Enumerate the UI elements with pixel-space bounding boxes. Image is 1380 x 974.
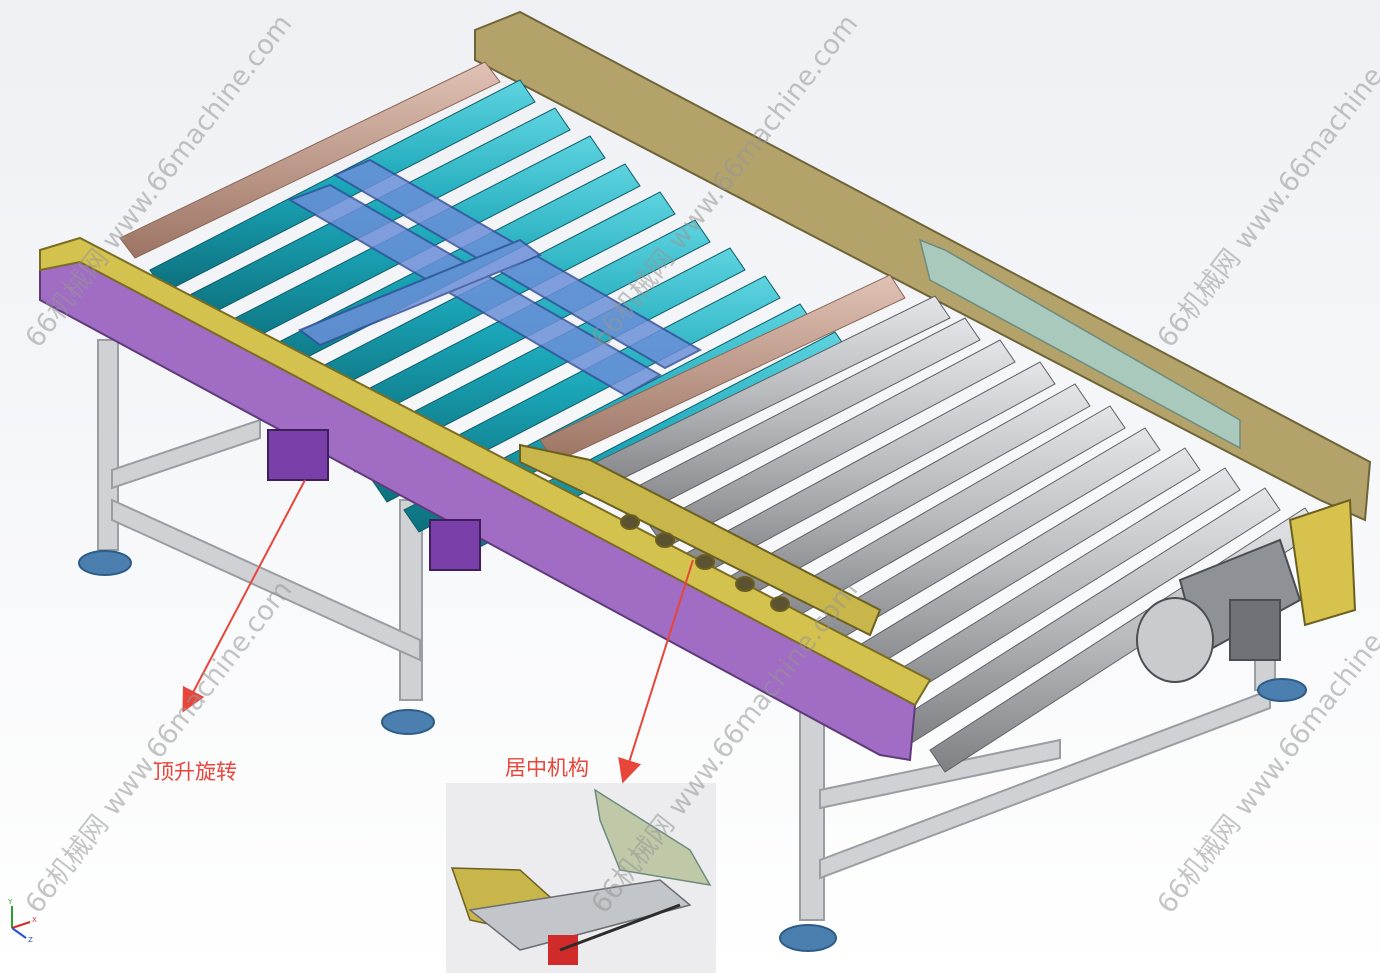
coordinate-triad: Y X Z <box>4 898 44 946</box>
lift-cylinders <box>267 429 481 571</box>
axis-y-label: Y <box>8 898 13 906</box>
lift-rotate-label: 顶升旋转 <box>153 760 237 784</box>
centering-mechanism-inset <box>446 783 716 973</box>
drive-motor <box>1136 538 1302 683</box>
chain-guard <box>1288 498 1357 627</box>
centering-label: 居中机构 <box>505 756 589 780</box>
lift-rotate-frame <box>287 158 703 397</box>
axis-x-label: X <box>32 916 37 924</box>
centering-arrow <box>618 559 694 784</box>
lift-rotate-arrow <box>182 479 306 713</box>
right-guide-plate <box>918 238 1241 450</box>
centering-plate <box>519 443 882 637</box>
leveling-feet <box>78 550 1307 952</box>
axis-z-label: Z <box>28 936 33 944</box>
roller-section-right <box>539 274 1321 773</box>
front-frame-yellow <box>39 236 932 707</box>
